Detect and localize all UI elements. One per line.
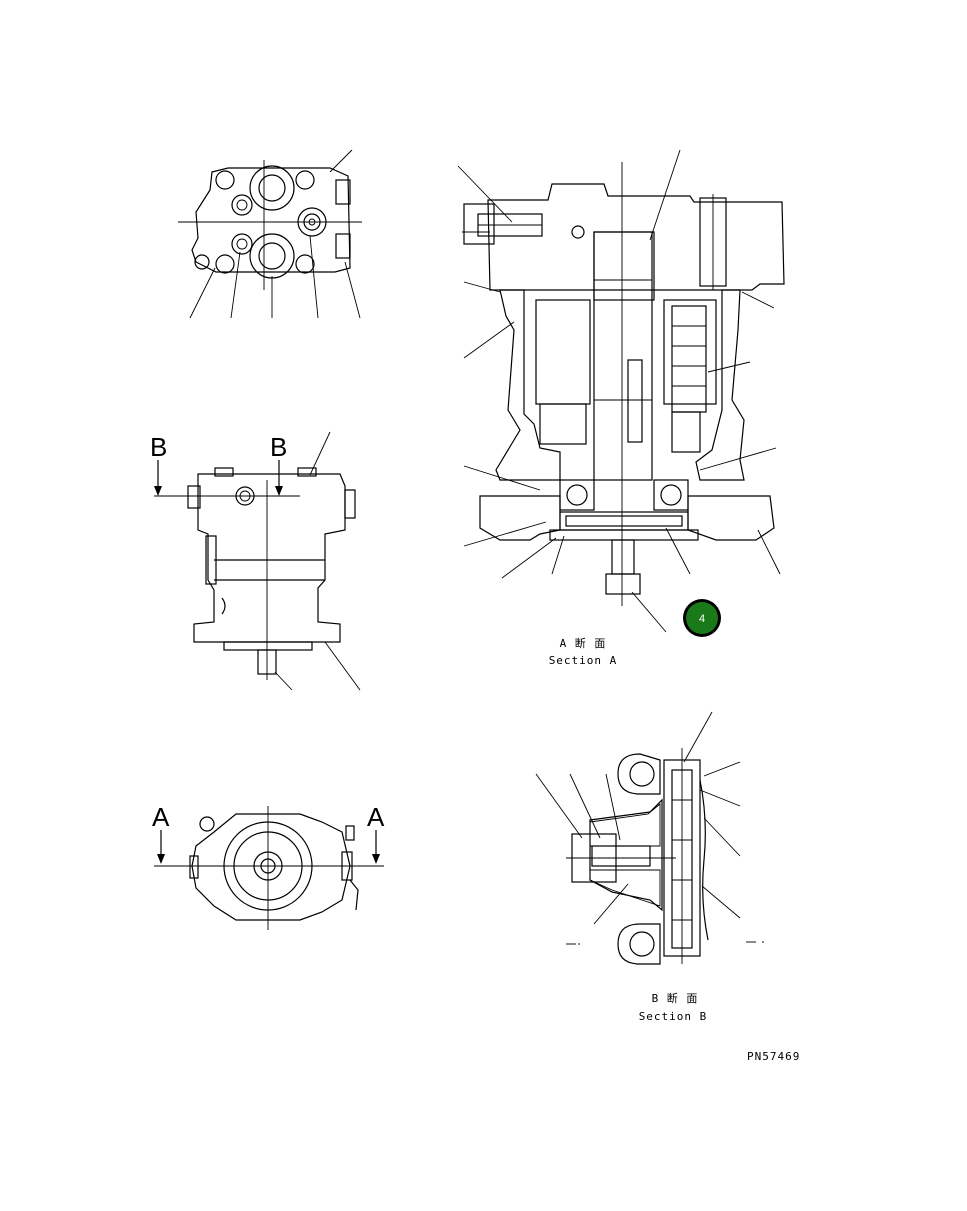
- cut-marker-a-left: A: [152, 802, 170, 832]
- section-a-title-en: Section A: [549, 654, 618, 667]
- bottom-view: A A: [152, 802, 385, 930]
- section-b-title-jp: B 断 面: [652, 991, 699, 1005]
- badge-label: 4: [699, 613, 705, 625]
- cut-marker-b-right: B: [270, 432, 287, 462]
- section-b-view: B 断 面 Section B: [535, 711, 764, 1023]
- section-a-view: 4 A 断 面 Section A: [457, 149, 785, 667]
- part-number: PN57469: [747, 1050, 800, 1063]
- section-b-title-en: Section B: [639, 1010, 708, 1023]
- cut-marker-b-left: B: [150, 432, 167, 462]
- side-view: B B: [150, 431, 361, 691]
- top-view: [178, 149, 362, 319]
- cut-marker-a-right: A: [367, 802, 385, 832]
- section-a-title-jp: A 断 面: [560, 636, 607, 650]
- item-badge: 4: [683, 599, 721, 637]
